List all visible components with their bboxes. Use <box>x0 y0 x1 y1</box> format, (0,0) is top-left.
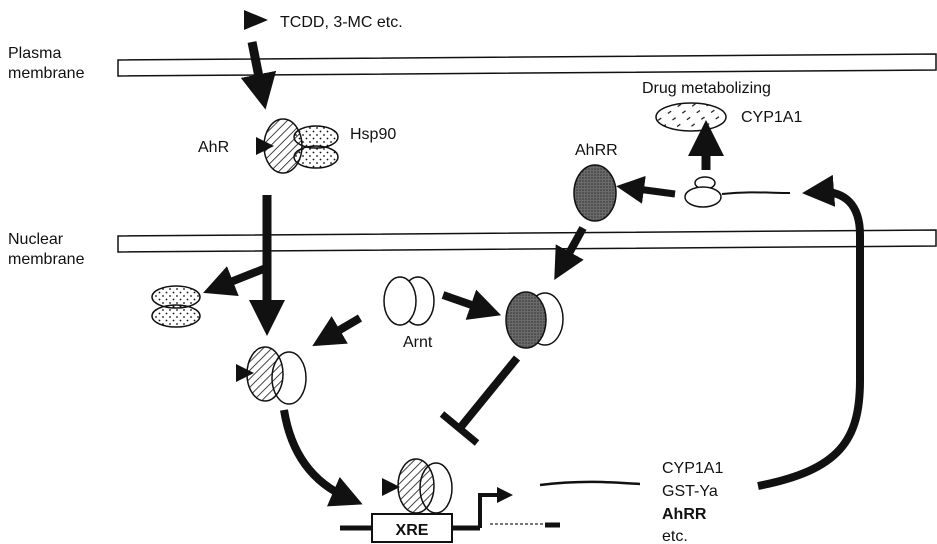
ahrr-arnt-complex <box>506 292 563 348</box>
nuclear-membrane <box>118 230 936 252</box>
nuclear-membrane-label-line1: Nuclear <box>8 231 64 248</box>
ahrr-protein <box>574 165 616 221</box>
ahr-arnt-heterodimer <box>236 347 306 404</box>
arnt-protein <box>384 277 434 325</box>
gene-ahrr-label: AhRR <box>662 506 707 523</box>
cyp1a1-enzyme-label: CYP1A1 <box>741 109 802 126</box>
arrow-arnt-to-ahrr <box>443 295 486 310</box>
plasma-membrane-label-line2: membrane <box>8 65 85 82</box>
released-hsp90 <box>152 286 200 327</box>
ligand-triangle-icon <box>244 10 268 30</box>
xre-label: XRE <box>396 522 429 539</box>
gene-gst-ya-label: GST-Ya <box>662 483 718 500</box>
mrna-transcript <box>540 482 640 485</box>
ahr-hsp90-complex <box>256 119 338 173</box>
ribosome <box>685 177 790 207</box>
hsp90-label: Hsp90 <box>350 126 396 143</box>
arrow-arnt-to-ahr <box>326 318 360 338</box>
gene-etc-label: etc. <box>662 528 688 544</box>
plasma-membrane <box>118 54 936 76</box>
arnt-label: Arnt <box>403 334 433 351</box>
inhibition-ahrr-on-xre <box>442 358 517 443</box>
nuclear-membrane-label-line2: membrane <box>8 251 85 268</box>
ligand-label: TCDD, 3-MC etc. <box>280 14 403 31</box>
ahr-label: AhR <box>198 139 229 156</box>
arrow-ligand-entry <box>252 42 262 92</box>
gene-cyp1a1-label: CYP1A1 <box>662 460 723 477</box>
arrow-heterodimer-to-xre <box>284 410 348 498</box>
arrow-hsp90-release <box>218 268 266 287</box>
plasma-membrane-label-line1: Plasma <box>8 45 61 62</box>
drug-metabolizing-label: Drug metabolizing <box>642 80 771 97</box>
ahrr-label: AhRR <box>575 142 618 159</box>
ahr-arnt-on-xre <box>382 459 452 513</box>
arrow-translation-ahrr <box>630 188 675 194</box>
cyp1a1-enzyme <box>656 103 726 131</box>
